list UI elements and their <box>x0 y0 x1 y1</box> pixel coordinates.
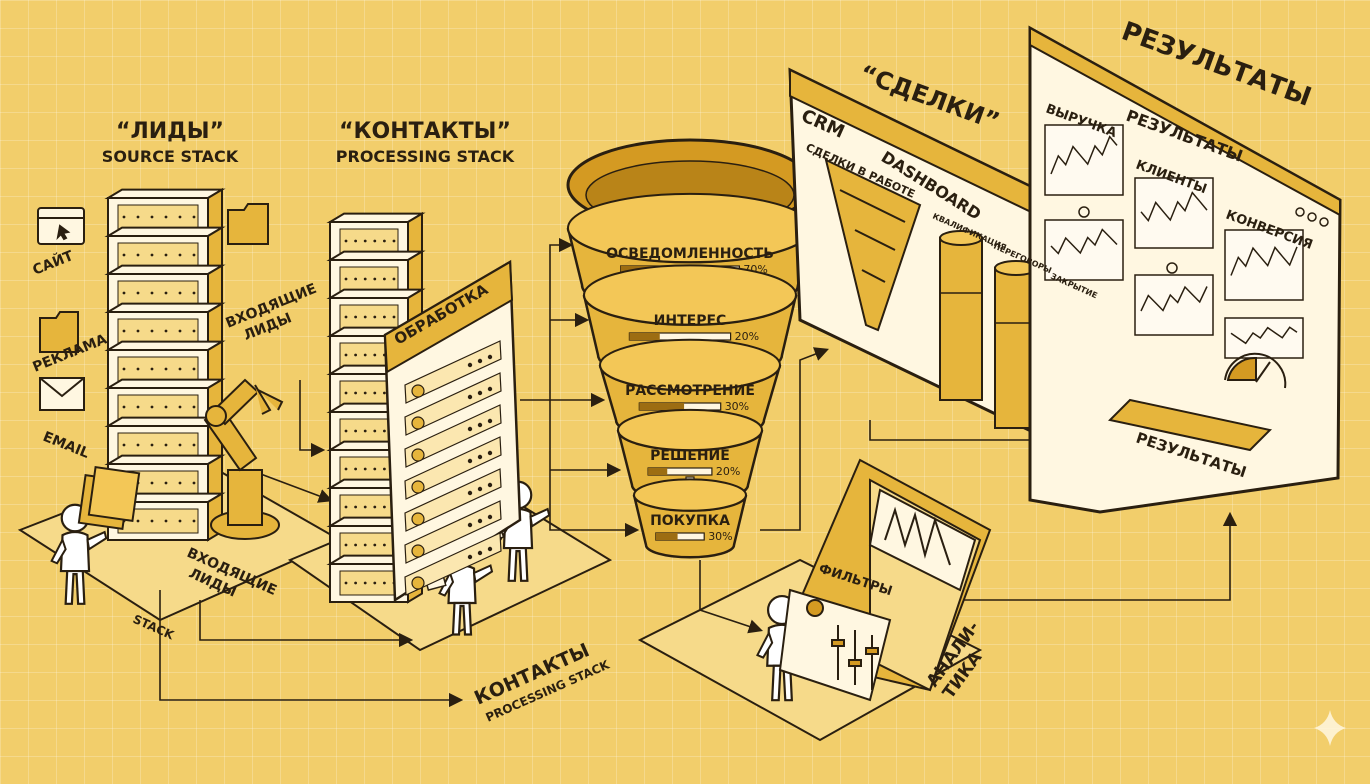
avatar-icon <box>411 384 425 398</box>
leads-subtitle: SOURCE STACK <box>102 147 239 166</box>
arrow-stack-to-bottom <box>199 600 414 648</box>
contacts-title: “КОНТАКТЫ” <box>339 119 511 144</box>
funnel-stage-label: ОСВЕДОМЛЕННОСТЬ <box>606 246 774 262</box>
funnel-stage-percent: 30% <box>725 400 749 413</box>
leads-title: “ЛИДЫ” <box>116 119 224 144</box>
arrow-funnel-to-deals <box>760 347 829 531</box>
folder-icon <box>39 311 79 353</box>
contact-row <box>404 404 502 468</box>
avatar-icon <box>411 512 425 526</box>
arrow-leads-to-contacts <box>299 380 326 458</box>
robot-arm-icon <box>203 378 284 540</box>
contacts-subtitle: PROCESSING STACK <box>336 147 515 166</box>
funnel-stage-bar-fill <box>629 333 660 340</box>
contact-row <box>404 500 502 564</box>
analytics-console <box>778 458 992 702</box>
funnel-stage-bar-fill <box>639 403 685 410</box>
arrow-funnel-to-analytics <box>699 560 764 634</box>
funnel-stage-percent: 30% <box>708 530 732 543</box>
folder-icon-top <box>227 203 269 245</box>
avatar-icon <box>411 576 425 590</box>
funnel-stage-label: ПОКУПКА <box>650 513 730 529</box>
sparkle-icon <box>1314 710 1346 746</box>
envelope-icon <box>39 377 85 411</box>
funnel-stage-percent: 20% <box>735 330 759 343</box>
deal-stage-column <box>939 230 983 401</box>
processing-panel <box>383 259 522 603</box>
avatar-icon <box>411 544 425 558</box>
arrow-robot-to-contacts <box>249 469 333 503</box>
arrow-analytics-to-results <box>960 511 1238 601</box>
funnel-stage-label: ИНТЕРЕС <box>654 313 727 329</box>
file-folder-icon <box>87 466 141 522</box>
avatar-icon <box>411 480 425 494</box>
results-monitor <box>1028 25 1342 514</box>
server-unit <box>104 263 226 314</box>
middle-server-stack <box>326 211 426 604</box>
contact-row <box>404 468 502 532</box>
browser-window-icon <box>37 207 85 245</box>
server-unit <box>326 249 426 300</box>
dollar-icon <box>1078 206 1090 218</box>
contact-row <box>404 372 502 436</box>
slider-controls <box>831 625 879 690</box>
mini-line-chart <box>1134 177 1214 249</box>
funnel-stage-percent: 20% <box>716 465 740 478</box>
funnel-stage-bar-fill <box>655 533 678 540</box>
deals-funnel-chart <box>824 158 922 332</box>
window-control-icon <box>1295 207 1305 217</box>
window-control-icon <box>1319 217 1329 227</box>
users-icon <box>1166 262 1178 274</box>
contact-row <box>404 436 502 500</box>
arrow-stack-loop <box>159 590 464 708</box>
funnel-stage-label: РАССМОТРЕНИЕ <box>625 383 755 399</box>
avatar-icon <box>411 416 425 430</box>
funnel-stage-bar-fill <box>648 468 668 475</box>
contact-row <box>404 340 502 404</box>
window-control-icon <box>1307 212 1317 222</box>
arrow-contacts-to-funnel-5 <box>549 400 640 538</box>
mini-line-chart <box>1044 124 1124 196</box>
avatar-icon <box>411 448 425 462</box>
incoming-leads-label-top: ВХОДЯЩИЕ ЛИДЫ <box>224 279 331 348</box>
arrow-contacts-to-funnel-top <box>520 237 574 401</box>
contact-row <box>404 532 502 596</box>
gauge-icon <box>1224 352 1287 389</box>
server-unit <box>104 339 226 390</box>
source-label-email: EMAIL <box>41 429 92 462</box>
mini-line-chart <box>1224 317 1304 359</box>
mini-line-chart <box>1134 274 1214 336</box>
source-label-site: САЙТ <box>30 247 76 279</box>
mini-line-chart <box>1224 229 1304 301</box>
sales-funnel: ОСВЕДОМЛЕННОСТЬ70%ИНТЕРЕС20%РАССМОТРЕНИЕ… <box>566 138 814 559</box>
funnel-stage-label: РЕШЕНИЕ <box>650 448 730 464</box>
mini-line-chart <box>1044 219 1124 281</box>
